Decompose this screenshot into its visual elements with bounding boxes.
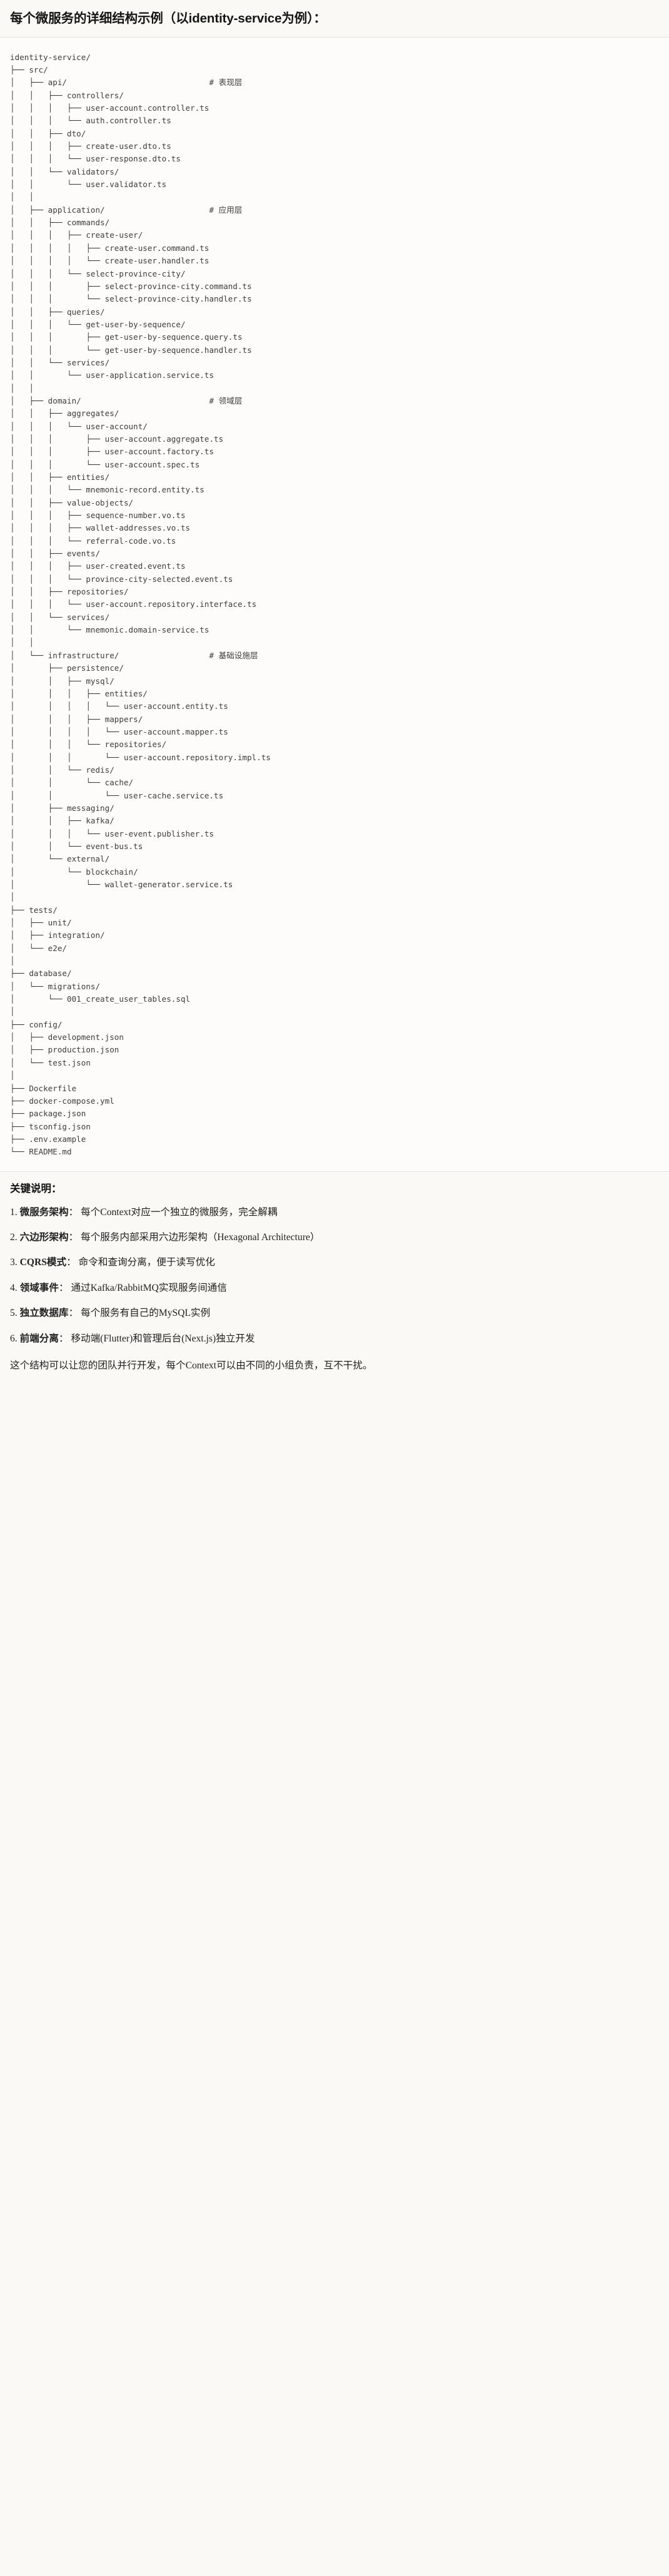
note-term: 六边形架构	[19, 1232, 69, 1243]
note-term: CQRS模式	[19, 1257, 67, 1268]
note-item: 5. 独立数据库： 每个服务有自己的MySQL实例	[10, 1306, 659, 1320]
note-item: 4. 领域事件： 通过Kafka/RabbitMQ实现服务间通信	[10, 1281, 659, 1295]
note-term: 独立数据库	[19, 1308, 69, 1319]
note-index: 3.	[10, 1257, 18, 1268]
divider-top	[0, 36, 669, 38]
note-description: 每个服务内部采用六边形架构（Hexagonal Architecture）	[81, 1232, 320, 1243]
note-term: 前端分离	[19, 1333, 59, 1344]
note-item: 6. 前端分离： 移动端(Flutter)和管理后台(Next.js)独立开发	[10, 1331, 659, 1346]
divider-bottom	[0, 1171, 669, 1172]
note-separator: ：	[68, 1308, 79, 1319]
page-title: 每个微服务的详细结构示例（以identity-service为例）：	[10, 11, 326, 26]
code-block-container: identity-service/ ├── src/ │ ├── api/ # …	[0, 37, 669, 1171]
note-description: 通过Kafka/RabbitMQ实现服务间通信	[71, 1282, 227, 1293]
note-index: 5.	[10, 1308, 18, 1319]
note-separator: ：	[59, 1282, 69, 1293]
note-description: 每个Context对应一个独立的微服务，完全解耦	[81, 1206, 278, 1218]
note-index: 4.	[10, 1282, 18, 1293]
note-term: 微服务架构	[19, 1206, 69, 1218]
key-notes-section: 关键说明： 1. 微服务架构： 每个Context对应一个独立的微服务，完全解耦…	[0, 1172, 669, 1383]
note-index: 1.	[10, 1206, 18, 1218]
key-notes-title: 关键说明：	[10, 1183, 62, 1194]
key-notes-list: 1. 微服务架构： 每个Context对应一个独立的微服务，完全解耦 2. 六边…	[10, 1205, 659, 1346]
document-page: 每个微服务的详细结构示例（以identity-service为例）： ident…	[0, 11, 669, 1383]
note-item: 1. 微服务架构： 每个Context对应一个独立的微服务，完全解耦	[10, 1205, 659, 1219]
note-description: 命令和查询分离，便于读写优化	[78, 1257, 215, 1268]
note-description: 每个服务有自己的MySQL实例	[81, 1308, 211, 1319]
note-separator: ：	[68, 1232, 79, 1243]
closing-paragraph: 这个结构可以让您的团队并行开发，每个Context可以由不同的小组负责，互不干扰…	[10, 1360, 373, 1372]
note-separator: ：	[59, 1333, 69, 1344]
note-item: 3. CQRS模式： 命令和查询分离，便于读写优化	[10, 1255, 659, 1270]
note-description: 移动端(Flutter)和管理后台(Next.js)独立开发	[71, 1333, 255, 1344]
note-index: 6.	[10, 1333, 18, 1344]
note-separator: ：	[68, 1206, 79, 1218]
note-item: 2. 六边形架构： 每个服务内部采用六边形架构（Hexagonal Archit…	[10, 1230, 659, 1245]
note-index: 2.	[10, 1232, 18, 1243]
directory-tree: identity-service/ ├── src/ │ ├── api/ # …	[10, 52, 271, 1157]
note-separator: ：	[66, 1257, 76, 1268]
note-term: 领域事件	[19, 1282, 59, 1293]
